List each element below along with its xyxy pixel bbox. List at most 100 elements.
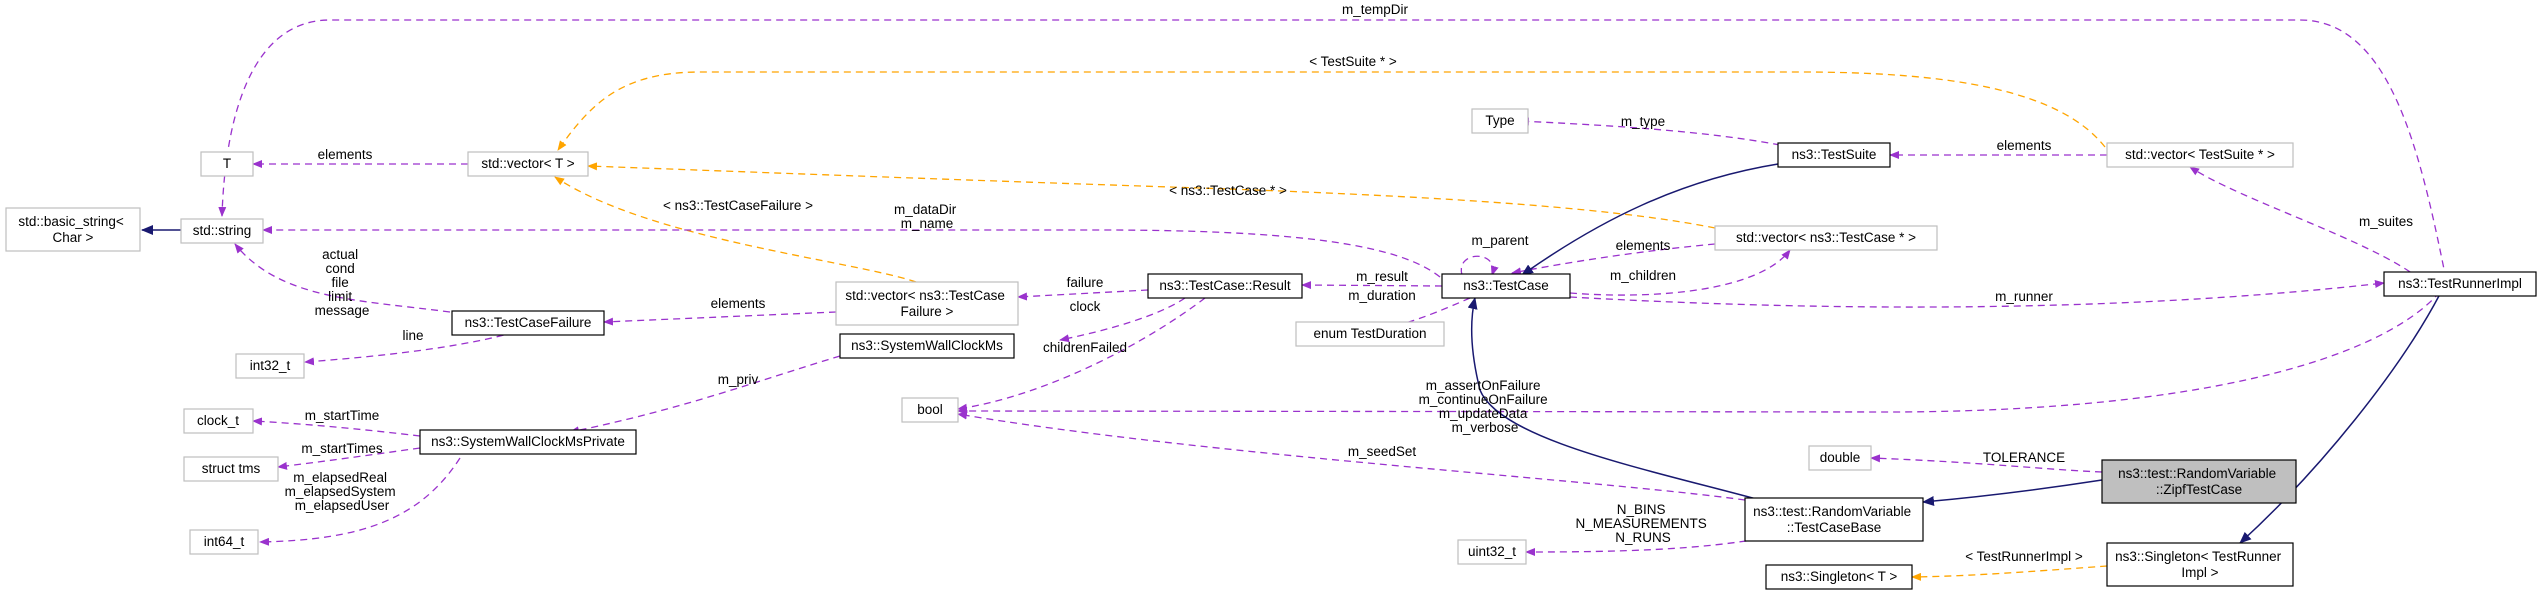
node-vector-testsuite[interactable]: std::vector< TestSuite * > [2106, 142, 2294, 168]
edge-runner-singleton [2239, 293, 2441, 544]
node-bool[interactable]: bool [901, 397, 959, 423]
node-vector-failure[interactable]: std::vector< ns3::TestCase Failure > [835, 281, 1019, 326]
svg-text:int32_t: int32_t [250, 358, 291, 373]
label-elements-T: elements [318, 147, 373, 162]
node-T[interactable]: T [200, 151, 254, 177]
edge-starttimes [277, 447, 421, 470]
label-tolerance: TOLERANCE [1983, 450, 2065, 465]
label-suites-template: < TestSuite * > [1309, 54, 1397, 69]
edge-elapsed [259, 457, 461, 546]
label-parent: m_parent [1471, 233, 1528, 248]
edge-tri-template [1911, 565, 2108, 581]
edge-zipf-base [1922, 479, 2103, 506]
edge-parent [1460, 255, 1499, 276]
node-testsuite[interactable]: ns3::TestSuite [1777, 142, 1891, 168]
label-nbins: N_BINS N_MEASUREMENTS N_RUNS [1575, 502, 1710, 545]
label-runner: m_runner [1995, 289, 2053, 304]
svg-text:Type: Type [1485, 113, 1514, 128]
svg-text:ns3::TestCase: ns3::TestCase [1463, 278, 1549, 293]
node-type[interactable]: Type [1471, 108, 1529, 134]
node-clock[interactable]: clock_t [183, 408, 254, 434]
node-zipf-testcase[interactable]: ns3::test::RandomVariable ::ZipfTestCase [2101, 459, 2297, 504]
edge-tc-template [587, 162, 1716, 229]
node-testrunnerimpl[interactable]: ns3::TestRunnerImpl [2383, 271, 2537, 297]
edge-elements-tc [1511, 243, 1716, 276]
svg-text:ns3::SystemWallClockMsPrivate: ns3::SystemWallClockMsPrivate [431, 434, 625, 449]
node-testcase[interactable]: ns3::TestCase [1441, 273, 1571, 299]
svg-text:clock_t: clock_t [197, 413, 239, 428]
label-starttime: m_startTime [305, 408, 380, 423]
node-duration[interactable]: enum TestDuration [1295, 321, 1445, 347]
edge-msuites [2189, 166, 2421, 280]
node-vector-T[interactable]: std::vector< T > [467, 151, 589, 177]
node-testcase-failure[interactable]: ns3::TestCaseFailure [451, 310, 605, 336]
node-int64[interactable]: int64_t [189, 529, 259, 555]
edge-seedset [957, 411, 1746, 501]
svg-text:int64_t: int64_t [204, 534, 245, 549]
edge-line [304, 331, 516, 366]
node-std-string[interactable]: std::string [180, 218, 264, 244]
label-tc-template: < ns3::TestCase * > [1169, 183, 1287, 198]
edge-failure [1017, 289, 1149, 301]
label-elements-fail: elements [711, 296, 766, 311]
edge-testcase-testsuite [1521, 163, 1779, 276]
node-int32[interactable]: int32_t [235, 353, 305, 379]
svg-text:ns3::TestCaseFailure: ns3::TestCaseFailure [465, 315, 592, 330]
edge-tolerance [1870, 454, 2103, 473]
svg-text:std::vector< ns3::TestCase: std::vector< ns3::TestCase Failure > [845, 288, 1008, 319]
label-line: line [402, 328, 423, 343]
svg-text:std::vector< T >: std::vector< T > [481, 156, 574, 171]
node-vector-testcase[interactable]: std::vector< ns3::TestCase * > [1714, 225, 1938, 251]
label-clock: clock [1070, 299, 1101, 314]
svg-text:double: double [1820, 450, 1861, 465]
label-type: m_type [1621, 114, 1665, 129]
node-singleton-T[interactable]: ns3::Singleton< T > [1765, 564, 1913, 590]
svg-text:ns3::TestSuite: ns3::TestSuite [1792, 147, 1877, 162]
svg-text:std::string: std::string [193, 223, 252, 238]
label-bool-fields: m_assertOnFailure m_continueOnFailure m_… [1419, 378, 1552, 435]
svg-text:std::basic_string< Cha: std::basic_string< Char > [18, 214, 127, 245]
edge-type [1519, 117, 1781, 146]
node-double[interactable]: double [1808, 445, 1872, 471]
label-datadir: m_dataDir m_name [894, 202, 960, 231]
edge-suites-template [557, 71, 2106, 151]
node-wallclock[interactable]: ns3::SystemWallClockMs [839, 333, 1015, 359]
edge-failure-template [554, 176, 917, 283]
node-testcase-result[interactable]: ns3::TestCase::Result [1147, 273, 1303, 299]
edge-runner [1569, 280, 2385, 308]
node-basic-string[interactable]: std::basic_string< Char > [5, 207, 141, 252]
edge-children [1569, 249, 1791, 296]
label-fail-fields: actual cond file limit message [315, 247, 370, 318]
svg-text:struct tms: struct tms [202, 461, 261, 476]
edge-result [1301, 281, 1443, 290]
label-seedset: m_seedSet [1348, 444, 1417, 459]
svg-text:ns3::SystemWallClockMs: ns3::SystemWallClockMs [851, 338, 1003, 353]
label-children: m_children [1610, 268, 1676, 283]
node-uint32[interactable]: uint32_t [1457, 539, 1527, 565]
svg-text:ns3::TestRunnerImpl: ns3::TestRunnerImpl [2398, 276, 2522, 291]
edge-fail-fields [234, 243, 451, 313]
label-elements-tc: elements [1616, 238, 1671, 253]
svg-text:bool: bool [917, 402, 943, 417]
edge-starttime [252, 417, 421, 437]
node-randomvariable-base[interactable]: ns3::test::RandomVariable ::TestCaseBase [1744, 497, 1924, 542]
label-priv: m_priv [718, 372, 759, 387]
node-wallclock-private[interactable]: ns3::SystemWallClockMsPrivate [419, 429, 637, 455]
label-tempdir: m_tempDir [1342, 2, 1409, 17]
svg-text:ns3::test::RandomVariable: ns3::test::RandomVariable ::TestCaseBase [1753, 504, 1915, 535]
svg-text:ns3::test::RandomVariable: ns3::test::RandomVariable ::ZipfTestCase [2118, 466, 2280, 497]
edge-labels: m_tempDir < TestSuite * > elements m_typ… [285, 2, 2414, 564]
edge-elements-fail [603, 311, 837, 326]
edge-tempdir [218, 19, 2447, 280]
svg-text:enum TestDuration: enum TestDuration [1313, 326, 1426, 341]
edge-bool-fields [957, 291, 2441, 416]
svg-text:ns3::Singleton< TestRunner: ns3::Singleton< TestRunner Impl > [2115, 549, 2285, 580]
svg-text:T: T [223, 156, 231, 171]
edge-nbins [1525, 536, 1771, 556]
node-singleton-runner[interactable]: ns3::Singleton< TestRunner Impl > [2106, 542, 2294, 587]
edge-priv [569, 355, 841, 435]
node-struct-tms[interactable]: struct tms [183, 456, 279, 482]
label-elements-ts: elements [1997, 138, 2052, 153]
label-starttimes: m_startTimes [301, 441, 383, 456]
